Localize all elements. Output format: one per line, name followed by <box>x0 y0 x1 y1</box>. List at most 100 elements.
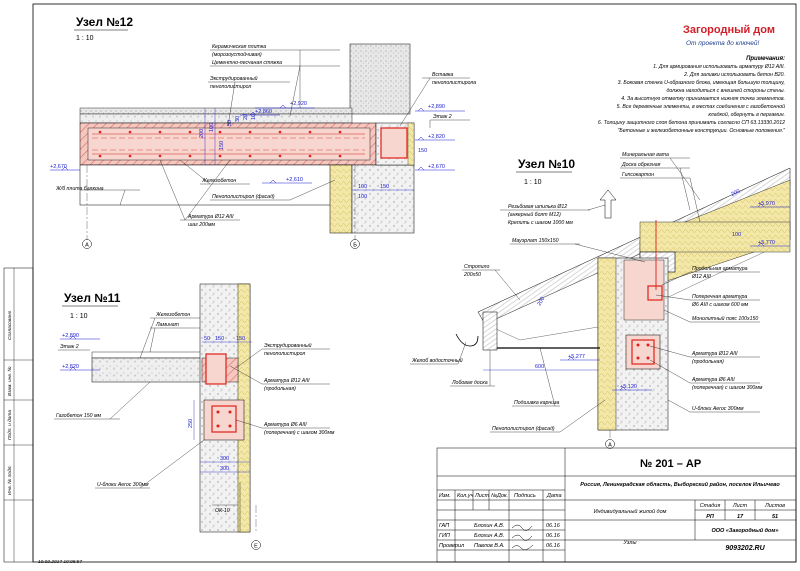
node11-lbl-rebar12b: (продольная) <box>264 386 296 392</box>
note-line: 5. Все деревянные элементы, в местах сое… <box>617 103 785 110</box>
stamp-stage-h: Стадия <box>700 503 721 509</box>
stamp-head-3: №Док. <box>491 493 508 499</box>
side-sign-date: Подп. и дата <box>7 410 13 440</box>
stamp-sheets-v: 51 <box>772 514 778 520</box>
node10-lbl-board: Доска обрезная <box>621 162 661 168</box>
node11-lbl-eps2: пенополистирол <box>264 351 305 357</box>
node10-lbl-rebar12d: (продольная) <box>692 359 724 365</box>
node10-lbl-rafter: Стропило <box>464 264 489 270</box>
node-12-title: Узел №12 <box>76 15 133 29</box>
node10-lbl-gutter: Желоб водосточный <box>411 357 463 364</box>
stamp-date-0: 06.16 <box>546 523 561 529</box>
side-agreed: Согласовано <box>7 310 13 340</box>
node10-lbl-stud3: Крепить с шагом 1000 мм <box>508 220 573 226</box>
node10-dim-200b: 200 <box>537 296 547 307</box>
node10-lbl-ublock: U-блоки Аеrоc 300мм <box>692 406 744 412</box>
notes-block: Примечания: 1. Для армирования использов… <box>598 56 786 134</box>
company-logo: Загородный дом От проекта до ключей! <box>680 20 790 52</box>
node11-lbl-floor: Этаж 2 <box>60 344 79 350</box>
node12-lbl-eps: Экструдированный <box>210 75 258 82</box>
node12-dim-150b: 150 <box>380 184 389 190</box>
stamp-sheet-h: Лист <box>732 503 748 509</box>
node-10-scale: 1 : 10 <box>524 179 542 186</box>
stamp-name-0: Блохин А.В. <box>474 523 504 529</box>
notes-title: Примечания: <box>746 56 785 62</box>
node12-lbl-floor: Этаж 2 <box>433 114 452 120</box>
logo-name: Загородный дом <box>683 24 775 36</box>
node12-dim-20: 20 <box>243 114 249 120</box>
node12-level-2920: +2,920 <box>290 101 307 107</box>
node11-level-2890: +2,890 <box>62 333 79 339</box>
node10-lbl-rebar12: Продольная арматура <box>692 266 748 272</box>
node10-level-5120: +5,120 <box>620 384 637 390</box>
node11-lbl-rebar6b: (поперечная) с шагом 300мм <box>264 430 335 436</box>
node11-lbl-rebar12: Арматура Ø12 AIII <box>263 378 310 384</box>
stamp-role-2: Проверил <box>439 543 464 549</box>
node11-dim-250: 250 <box>188 419 194 428</box>
node12-lbl-ceramic: Керамическая плитка <box>212 44 266 50</box>
node12-dim-10: 10 <box>251 114 257 120</box>
node12-dim-100c: 100 <box>358 194 367 200</box>
node12-lbl-insert2: пенополистирола <box>432 80 476 86</box>
node10-lbl-soffit: Подшивка карниза <box>514 400 559 406</box>
node12-lbl-insert: Вставка <box>432 72 453 78</box>
node11-dim-150a: 150 <box>215 336 224 342</box>
node11-lbl-gas: Газобетон 150 мм <box>56 413 101 419</box>
title-block-text: № 201 – АР Россия, Ленинградская область… <box>439 458 785 552</box>
node10-lbl-rebar6d: (поперечная) с шагом 300мм <box>692 385 763 391</box>
note-line: должна находиться с внешней стороны стен… <box>667 87 785 94</box>
stamp-head-5: Дата <box>546 493 562 499</box>
node12-lbl-ceramic2: (морозоустойчивая) <box>212 51 262 58</box>
node-10-detail: Узел №10 1 : 10 А <box>410 152 791 449</box>
stamp-head-2: Лист <box>474 493 490 499</box>
node11-dim-150b: 150 <box>236 336 245 342</box>
axis-b: Б <box>353 243 357 249</box>
node10-lbl-eave: Лобовая доска <box>451 380 488 386</box>
node11-lbl-ok: ОК-10 <box>215 508 230 514</box>
node11-dim-300b: 300 <box>220 466 229 472</box>
axis-a-node10: А <box>608 443 612 449</box>
node11-lbl-eps: Экструдированный <box>264 342 312 349</box>
signature-2 <box>511 544 534 551</box>
node11-dim-300a: 300 <box>220 456 229 462</box>
axis-e: Е <box>254 544 258 550</box>
stamp-date-2: 06.16 <box>546 543 561 549</box>
node12-lbl-rebar: Арматура Ø12 AIII <box>187 214 234 220</box>
node12-dim-150c: 150 <box>418 148 427 154</box>
node12-lbl-eps2: пенополистирол <box>210 84 251 90</box>
node-11-scale: 1 : 10 <box>70 313 88 320</box>
stamp-org2: 9093202.RU <box>725 545 765 552</box>
node12-level-2610: +2,610 <box>286 177 303 183</box>
node12-level-2820: +2,820 <box>428 134 445 140</box>
node10-lbl-wool: Минеральная вата <box>622 152 669 158</box>
stamp-name-2: Павлов В.А. <box>474 543 505 549</box>
stamp-head-0: Изм. <box>439 493 451 499</box>
note-line: 6. Толщину защитного слоя бетона принима… <box>598 120 785 126</box>
stamp-sheets-h: Листов <box>764 503 785 509</box>
node10-lbl-stud: Резьбовая шпилька Ø12 <box>508 204 567 210</box>
node12-dim-50: 50 <box>227 120 233 126</box>
node12-level-2860: +2,860 <box>255 109 272 115</box>
note-line: 4. За высотную отметку принимается нижня… <box>621 96 785 102</box>
note-line: "Бетонные и железобетонные конструкции. … <box>618 128 787 134</box>
node11-dim-50: 50 <box>204 336 210 342</box>
node12-dim-200: 200 <box>199 129 205 138</box>
node10-lbl-mauer: Мауэрлат 150х150 <box>512 238 559 244</box>
node11-lbl-rebar6: Арматура Ø6 AIII <box>263 422 307 428</box>
node10-dim-200a: 200 <box>730 188 741 197</box>
stamp-name-1: Блохин А.В. <box>474 533 504 539</box>
node11-level-2820: +2,820 <box>62 364 79 370</box>
node12-dim-30: 30 <box>235 116 241 122</box>
node11-lbl-laminate: Ламинат <box>155 322 180 328</box>
node12-lbl-screed: Цементно-песчаная стяжка <box>212 60 282 66</box>
node10-lbl-belt: Монолитный пояс 100х150 <box>692 315 758 322</box>
node10-dim-100: 100 <box>732 232 741 238</box>
node10-lbl-rafter2: 200х50 <box>463 272 481 278</box>
node12-dim-100b: 100 <box>358 184 367 190</box>
stamp-sheet-v: 17 <box>737 514 744 520</box>
stamp-object: Индивидуальный жилой дом <box>594 508 667 515</box>
node10-lbl-rebar6: Поперечная арматура <box>692 294 747 300</box>
node-12-detail: Узел №12 1 : 10 <box>50 15 476 249</box>
side-inv-orig: Инв. № подл. <box>7 465 13 495</box>
